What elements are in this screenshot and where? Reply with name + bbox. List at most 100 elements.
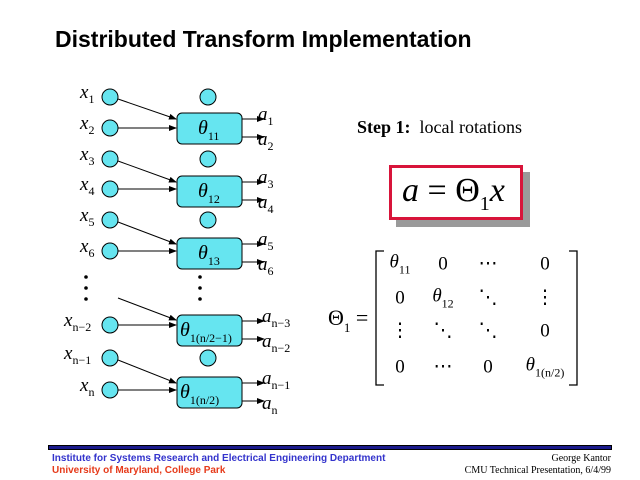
input-label: xn−1 <box>64 344 91 366</box>
matrix-cell: 0 <box>540 255 550 274</box>
input-node <box>101 316 119 334</box>
input-label: xn <box>80 376 94 398</box>
input-arrow <box>117 98 177 120</box>
output-label: an−3 <box>262 307 290 329</box>
output-label-subscript: n <box>271 403 278 417</box>
step-text: local rotations <box>419 117 522 137</box>
block-label-subscript: 1(n/2−1) <box>189 331 232 345</box>
input-label-symbol: x <box>80 205 89 226</box>
matrix-eq-sign: = <box>355 305 369 330</box>
step-heading: Step 1: local rotations <box>357 117 522 138</box>
input-label-symbol: x <box>80 236 89 257</box>
input-label-symbol: x <box>80 375 89 396</box>
output-label: an−1 <box>262 369 290 391</box>
eq-sign: = <box>427 172 447 209</box>
output-label-subscript: n−2 <box>271 341 291 355</box>
output-label-symbol: a <box>262 331 272 352</box>
output-label: an−2 <box>262 332 290 354</box>
ellipsis-dot <box>84 275 88 279</box>
cell-value: ⋱ <box>478 287 498 309</box>
matrix-cell: ⋮ <box>391 322 410 341</box>
output-label-symbol: a <box>258 192 268 213</box>
block-label-symbol: θ <box>180 381 190 403</box>
matrix-cell: 0 <box>395 289 405 308</box>
input-label-symbol: x <box>80 174 89 195</box>
cell-value: ⋮ <box>390 320 410 342</box>
output-label-symbol: a <box>262 368 272 389</box>
step-label: Step 1: <box>357 117 411 137</box>
output-label-subscript: 1 <box>267 114 274 128</box>
input-arrow <box>117 160 177 183</box>
block-label-subscript: 11 <box>207 129 220 143</box>
ellipsis-dot <box>198 297 202 301</box>
input-label: x5 <box>80 206 94 228</box>
footer-author: George Kantor <box>551 453 611 464</box>
left-bracket <box>375 250 384 386</box>
output-label: a1 <box>258 105 274 127</box>
output-label-subscript: 4 <box>267 202 274 216</box>
input-label-subscript: n−2 <box>72 320 92 334</box>
input-node <box>101 242 119 260</box>
output-label: a5 <box>258 230 274 252</box>
output-label-symbol: a <box>258 129 268 150</box>
output-label: a3 <box>258 168 274 190</box>
footer-event: CMU Technical Presentation, 6/4/99 <box>464 465 611 476</box>
idle-node <box>199 150 217 168</box>
matrix-cell: ⋱ <box>434 322 453 341</box>
matrix-cell: ⋱ <box>479 289 498 308</box>
block-label: θ1(n/2) <box>180 382 219 406</box>
ellipsis-dot <box>84 297 88 301</box>
block-label-symbol: θ <box>180 319 190 341</box>
footer-institute: Institute for Systems Research and Elect… <box>52 453 386 464</box>
cell-value: ⋯ <box>433 356 453 378</box>
output-label-subscript: 5 <box>267 239 274 253</box>
equation: a = Θ1x <box>402 172 505 215</box>
input-label-subscript: 1 <box>88 92 95 106</box>
matrix-cell: θ12 <box>432 287 453 310</box>
cell-value: θ <box>432 285 442 307</box>
input-label: x6 <box>80 237 94 259</box>
slide-title: Distributed Transform Implementation <box>55 26 472 52</box>
input-node <box>101 381 119 399</box>
input-node <box>101 119 119 137</box>
rotation-block <box>176 112 243 145</box>
rotation-block <box>176 175 243 208</box>
matrix-cell: θ11 <box>390 253 411 276</box>
cell-value: 0 <box>540 253 550 275</box>
idle-node <box>199 88 217 106</box>
cell-value: 0 <box>395 356 405 378</box>
block-label-symbol: θ <box>198 180 208 202</box>
input-label-subscript: 3 <box>88 154 95 168</box>
matrix-sub: 1 <box>343 320 351 335</box>
input-label-symbol: x <box>64 343 73 364</box>
cell-value: 0 <box>438 253 448 275</box>
footer-university: University of Maryland, College Park <box>52 465 226 476</box>
right-bracket <box>569 250 578 386</box>
matrix-cell: 0 <box>483 358 493 377</box>
output-label-symbol: a <box>258 104 268 125</box>
input-label: x4 <box>80 175 94 197</box>
cell-value: ⋯ <box>478 253 498 275</box>
block-label-subscript: 1(n/2) <box>189 393 220 407</box>
input-label-subscript: n <box>88 385 95 399</box>
output-label-symbol: a <box>258 167 268 188</box>
cell-value: ⋱ <box>433 320 453 342</box>
cell-value: θ <box>389 251 399 273</box>
matrix-cell: ⋱ <box>479 322 498 341</box>
output-label-symbol: a <box>258 229 268 250</box>
input-label-subscript: n−1 <box>72 353 92 367</box>
block-label: θ11 <box>198 118 219 142</box>
block-label: θ13 <box>198 243 220 267</box>
block-label-symbol: θ <box>198 242 208 264</box>
block-label-subscript: 12 <box>207 192 220 206</box>
matrix-cell: ⋯ <box>434 358 453 377</box>
input-label: x2 <box>80 114 94 136</box>
cell-value: θ <box>525 354 536 376</box>
output-label-subscript: n−1 <box>271 378 291 392</box>
matrix-cell: ⋯ <box>479 255 498 274</box>
rotation-block <box>176 376 243 409</box>
rotation-block <box>176 314 243 347</box>
input-arrow <box>117 297 177 321</box>
